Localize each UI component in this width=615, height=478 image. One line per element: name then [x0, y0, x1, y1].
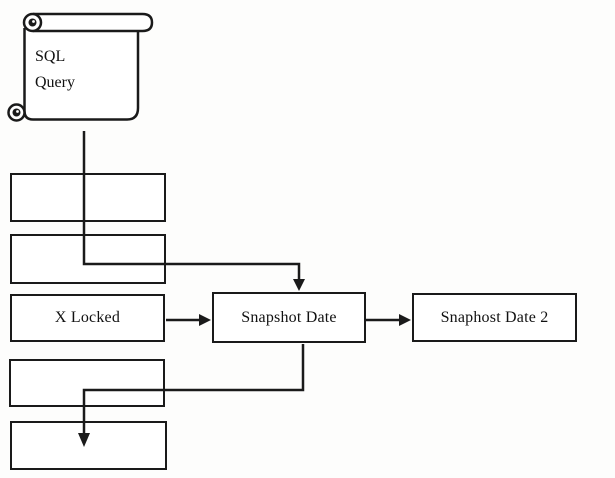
snapshot-date-box: Snapshot Date [212, 292, 366, 343]
scroll-bottom-curl [7, 103, 26, 122]
scroll-top-roll [33, 12, 154, 33]
snaphost-date-2-label: Snaphost Date 2 [440, 308, 549, 326]
bottom-empty-box [10, 421, 167, 470]
empty-box-2 [10, 234, 166, 284]
sql-query-label-line2: Query [35, 74, 75, 91]
x-locked-label: X Locked [54, 309, 121, 326]
snaphost-date-2-box: Snaphost Date 2 [412, 293, 577, 342]
arrowhead-right-into-snapshot [199, 314, 211, 326]
empty-box-1 [10, 173, 166, 222]
sql-query-label-line1: SQL [35, 48, 66, 65]
sql-query-label: SQL Query [35, 44, 75, 96]
arrowhead-down-into-snapshot [293, 279, 305, 291]
x-locked-box: X Locked [10, 294, 165, 342]
scroll-top-curl [22, 12, 43, 33]
arrowhead-right-into-snaphost2 [399, 314, 411, 326]
empty-box-3 [9, 359, 165, 407]
snapshot-date-label: Snapshot Date [241, 308, 337, 326]
